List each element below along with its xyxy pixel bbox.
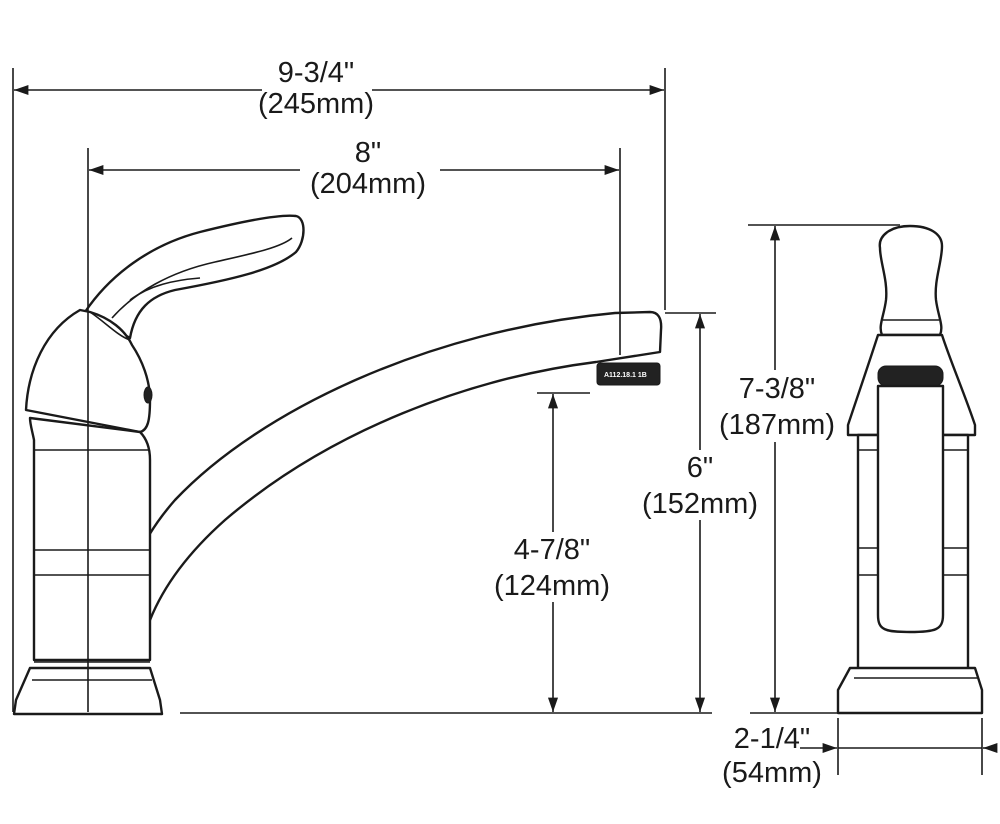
overall-width-metric: (245mm) (258, 88, 374, 120)
base-diameter-metric: (54mm) (722, 757, 822, 789)
front-aerator (877, 365, 944, 387)
spout-reach-imperial: 8" (355, 137, 381, 169)
aerator-marking: A112.18.1 1B (604, 372, 647, 379)
spout-clearance-imperial: 4-7/8" (514, 534, 590, 566)
faucet-side-view: A112.18.1 1B (12, 214, 663, 716)
faucet-front-view (836, 224, 984, 715)
lever-handle (83, 214, 305, 340)
spout-height-metric: (152mm) (642, 488, 758, 520)
aerator (596, 362, 661, 386)
dimension-labels: 9-3/4" (245mm) 8" (204mm) 4-7/8" (124mm)… (258, 56, 844, 789)
overall-height-metric: (187mm) (719, 409, 835, 441)
spout-clearance-metric: (124mm) (494, 570, 610, 602)
spout-height-imperial: 6" (687, 452, 713, 484)
overall-height-imperial: 7-3/8" (739, 373, 815, 405)
faucet-body (28, 416, 152, 662)
front-base (836, 666, 984, 715)
spout-reach-metric: (204mm) (310, 168, 426, 200)
front-spout (876, 384, 945, 634)
spout (127, 310, 663, 629)
base-diameter-imperial: 2-1/4" (734, 723, 810, 755)
front-lever (878, 224, 944, 337)
overall-width-imperial: 9-3/4" (278, 57, 354, 89)
